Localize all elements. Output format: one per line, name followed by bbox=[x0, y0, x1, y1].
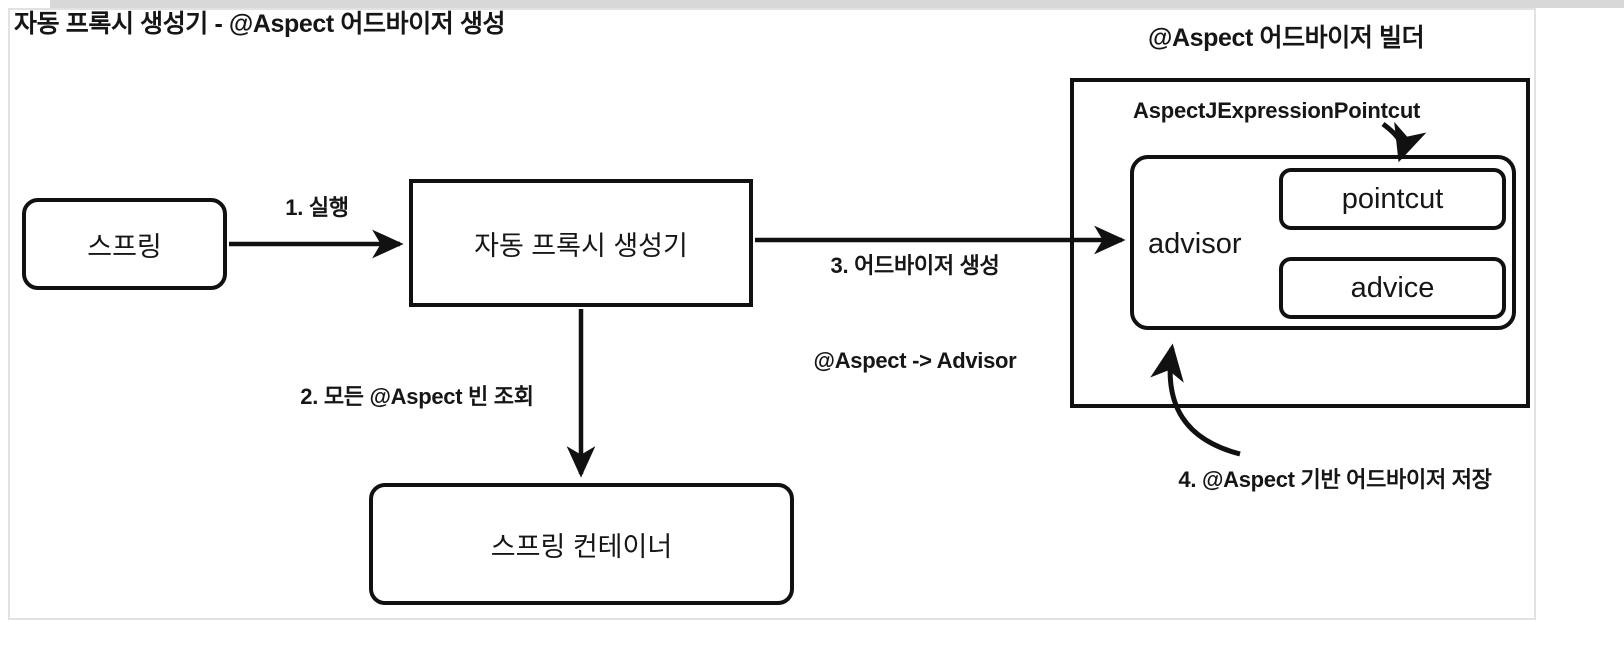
edge-label-4: 4. @Aspect 기반 어드바이저 저장 bbox=[1178, 467, 1492, 492]
node-pointcut-label: pointcut bbox=[1341, 182, 1444, 215]
edge-label-2: 2. 모든 @Aspect 빈 조회 bbox=[300, 384, 534, 409]
node-spring-container[interactable]: 스프링 컨테이너 bbox=[369, 483, 794, 605]
node-pointcut[interactable]: pointcut bbox=[1279, 168, 1506, 230]
window-chrome-strip bbox=[0, 0, 1624, 8]
aspectj-expression-pointcut-label: AspectJExpressionPointcut bbox=[1133, 98, 1421, 123]
page-title: 자동 프록시 생성기 - @Aspect 어드바이저 생성 bbox=[14, 10, 506, 38]
node-advisor-label: advisor bbox=[1148, 228, 1242, 260]
node-spring-label: 스프링 bbox=[87, 231, 162, 262]
node-spring[interactable]: 스프링 bbox=[22, 198, 227, 290]
edge-label-3-line2: @Aspect -> Advisor bbox=[813, 348, 1017, 374]
edge-label-1: 1. 실행 bbox=[285, 195, 349, 220]
node-auto-proxy-creator[interactable]: 자동 프록시 생성기 bbox=[409, 179, 753, 307]
node-spring-container-label: 스프링 컨테이너 bbox=[490, 531, 673, 562]
window-tab-notch bbox=[0, 0, 50, 8]
node-advice-label: advice bbox=[1350, 271, 1435, 304]
edge-label-3-line1: 3. 어드바이저 생성 bbox=[830, 252, 1000, 278]
node-auto-proxy-creator-label: 자동 프록시 생성기 bbox=[474, 230, 688, 261]
edge-label-3: 3. 어드바이저 생성 @Aspect -> Advisor bbox=[770, 186, 1060, 441]
node-advice[interactable]: advice bbox=[1279, 257, 1506, 319]
builder-group-title: @Aspect 어드바이저 빌더 bbox=[1148, 24, 1425, 52]
